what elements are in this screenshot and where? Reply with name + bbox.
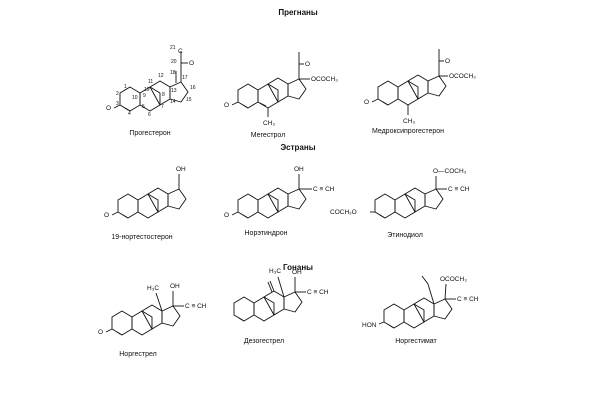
- side-chain-oxygen: O: [445, 58, 450, 65]
- ethynyl-group: C ≡ CH: [307, 289, 329, 296]
- atom-number: 4: [128, 111, 131, 117]
- steroid-skeleton: [233, 290, 303, 322]
- structure-norethindrone: O OH C ≡ CH Норэтиндрон: [224, 166, 335, 237]
- compound-name: Мегестрол: [251, 132, 286, 139]
- compound-name: Норгестрел: [119, 351, 156, 358]
- steroid-skeleton: [113, 80, 189, 112]
- structure-megestrol: O O OCOCH₃ CH₃ Мегестрол: [224, 52, 338, 139]
- side-chain-oxygen: O: [305, 61, 310, 68]
- compound-name: Норэтиндрон: [245, 230, 288, 237]
- compound-name: Прогестерон: [129, 130, 170, 137]
- ethyl-group: H₃C: [269, 268, 281, 275]
- steroid-skeleton: [111, 187, 187, 219]
- atom-numbering: 1 2 3 4 5 6 7 8 9 10 11 12 13 14 15 16 1…: [116, 45, 196, 118]
- section-title-estranes: Эстраны: [280, 143, 315, 152]
- atom-number: 17: [182, 75, 188, 81]
- atom-number: 6: [148, 112, 151, 118]
- acetoxy-substituent: COCH₂O: [330, 209, 357, 216]
- hydroxyl-group: OH: [176, 166, 186, 173]
- atom-number: 11: [148, 79, 153, 85]
- methyl-group: CH₃: [263, 120, 275, 127]
- atom-number: 7: [161, 104, 164, 110]
- atom-number: 18: [170, 70, 176, 76]
- compound-name: Медроксипрогестерон: [372, 128, 444, 135]
- atom-number: 3: [116, 101, 119, 107]
- atom-number: 21: [170, 45, 176, 51]
- compound-name: Этинодиол: [387, 232, 423, 239]
- section-title-pregnanes: Прегнаны: [278, 8, 318, 17]
- oxime-group: HON: [362, 322, 377, 329]
- steroid-skeleton: [374, 187, 444, 219]
- atom-number: 20: [171, 59, 177, 65]
- ethynyl-group: C ≡ CH: [457, 296, 479, 303]
- section-title-gonanes: Гонаны: [283, 263, 313, 272]
- structure-norgestimate: HON OCOCH₃ C ≡ CH Норгестимат: [362, 275, 479, 345]
- oxygen-label: O: [224, 212, 229, 219]
- oxygen-label: O: [364, 99, 369, 106]
- methyl-group: CH₃: [403, 118, 415, 125]
- hydroxyl-group: OH: [292, 269, 302, 276]
- ethynyl-group: C ≡ CH: [185, 303, 207, 310]
- atom-number: 12: [158, 73, 164, 79]
- steroid-skeleton: [231, 77, 307, 109]
- oxygen-label: O: [98, 329, 103, 336]
- structure-ethynodiol: COCH₂O O—COCH₃ C ≡ CH Этинодиол: [330, 168, 470, 239]
- acetoxy-group: OCOCH₃: [311, 76, 338, 83]
- hydroxyl-group: OH: [294, 166, 304, 173]
- side-chain-oxygen: O: [189, 60, 194, 67]
- atom-number: 10: [132, 95, 138, 101]
- oxygen-label: O: [104, 212, 109, 219]
- acetoxy-group: OCOCH₃: [449, 73, 476, 80]
- atom-number: 1: [124, 84, 127, 90]
- hydroxyl-group: OH: [170, 283, 180, 290]
- atom-number: 2: [116, 91, 119, 97]
- atom-number: 9: [143, 93, 146, 99]
- structure-progesterone: O C O 1 2 3 4 5 6 7 8 9 10 11 12 13 14 1…: [106, 45, 196, 137]
- ethynyl-group: C ≡ CH: [313, 186, 335, 193]
- atom-number: 5: [142, 104, 145, 110]
- structure-norgestrel: O H₃C OH C ≡ CH Норгестрел: [98, 283, 207, 358]
- structure-19-nortestosterone: O OH 19-нортестостерон: [104, 166, 187, 241]
- atom-number: 13: [171, 88, 177, 94]
- atom-number: 15: [186, 97, 192, 103]
- steroid-skeleton: [371, 74, 447, 106]
- atom-number: 16: [190, 85, 196, 91]
- steroid-skeleton: [105, 304, 181, 336]
- ethyl-group: H₃C: [147, 285, 159, 292]
- compound-name: Дезогестрел: [244, 338, 284, 345]
- structure-desogestrel: H₃C OH C ≡ CH Дезогестрел: [233, 268, 329, 345]
- compound-name: Норгестимат: [395, 338, 437, 345]
- compound-name: 19-нортестостерон: [111, 234, 172, 241]
- steroid-skeleton: [231, 187, 307, 219]
- ethynyl-group: C ≡ CH: [448, 186, 470, 193]
- side-chain-carbon: C: [178, 48, 183, 55]
- oxygen-label: O: [224, 102, 229, 109]
- atom-number: 14: [170, 99, 176, 105]
- acetoxy-group: OCOCH₃: [440, 276, 467, 283]
- oxygen-label: O: [106, 105, 111, 112]
- atom-number: 19: [144, 87, 150, 93]
- steroid-skeleton: [383, 297, 453, 329]
- atom-number: 8: [162, 92, 165, 98]
- structure-medroxyprogesterone: O O OCOCH₃ CH₃ Медроксипрогестерон: [364, 49, 476, 135]
- acetoxy-group: O—COCH₃: [433, 168, 467, 175]
